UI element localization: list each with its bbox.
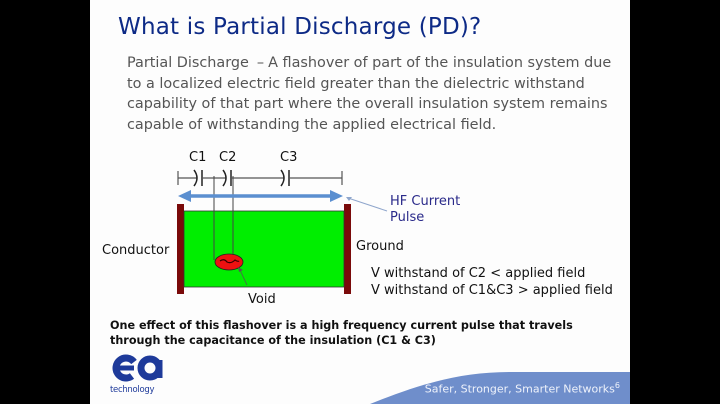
discharge-crack [219, 259, 240, 264]
slide-title: What is Partial Discharge (PD)? [118, 14, 482, 40]
definition-text: A flashover of part of the insulation sy… [127, 55, 612, 133]
hf-pulse-label-line2: Pulse [390, 210, 425, 225]
footer-band [370, 372, 630, 404]
hf-current-arrow [178, 190, 343, 202]
tagline-text: Safer, Stronger, Smarter Networks [424, 383, 615, 396]
slide-footer: technology Safer, Stronger, Smarter Netw… [90, 354, 630, 404]
ea-technology-logo [112, 354, 163, 382]
hf-pulse-label: HF Current Pulse [390, 194, 460, 226]
definition-paragraph: Partial Discharge–A flashover of part of… [127, 53, 627, 135]
conclusion-text: One effect of this flashover is a high f… [110, 319, 573, 347]
definition-separator: – [256, 55, 265, 71]
insulation-block [183, 210, 345, 288]
ground-label: Ground [356, 239, 404, 254]
footer-tagline: Safer, Stronger, Smarter Networks6 [425, 381, 620, 396]
capacitor-label-c1: C1 [189, 150, 207, 165]
pd-circuit-graphic [177, 169, 388, 294]
condition-c1-c3: V withstand of C1&C3 > applied field [371, 283, 613, 298]
logo-text: technology [110, 385, 155, 395]
capacitor-label-c2: C2 [219, 150, 237, 165]
void-label: Void [248, 292, 276, 307]
ground-electrode [344, 204, 351, 294]
conductor-electrode [177, 204, 184, 294]
page-number: 6 [614, 381, 620, 391]
condition-c2: V withstand of C2 < applied field [371, 266, 586, 281]
pd-diagram: C1 C2 C3 HF Current Pulse Conductor Grou… [90, 140, 630, 310]
slide: What is Partial Discharge (PD)? Partial … [90, 0, 630, 404]
void-ellipse [214, 253, 244, 271]
hf-pulse-label-line1: HF Current [390, 194, 461, 209]
hf-pulse-pointer [347, 197, 388, 212]
definition-term: Partial Discharge [127, 55, 249, 71]
capacitor-label-c3: C3 [280, 150, 298, 165]
conductor-label: Conductor [102, 243, 170, 258]
